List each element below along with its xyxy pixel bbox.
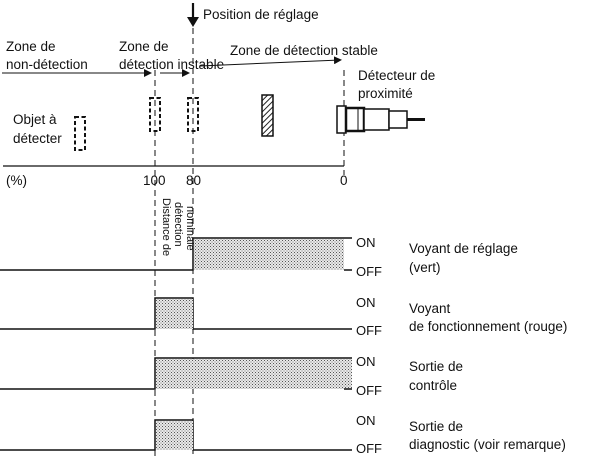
zone-arrows — [2, 56, 342, 77]
target-object-100 — [149, 97, 161, 132]
target-object-stable — [261, 94, 274, 137]
signal-on-area — [194, 239, 344, 270]
signal-2-label-line1: Voyant — [409, 301, 451, 316]
svg-text:détection: détection — [172, 202, 184, 247]
signal-1-label-line1: Voyant de réglage — [409, 241, 518, 256]
signal-4-on: ON — [356, 413, 376, 428]
nominal-distance-label: Distance de détection nominale — [160, 198, 196, 256]
zone-unstable-line1: Zone de — [119, 39, 169, 54]
signal-4-label-line1: Sortie de — [409, 419, 463, 434]
signal-4-off: OFF — [356, 441, 382, 456]
signal-1-off: OFF — [356, 264, 382, 279]
signal-diagnostic-output — [0, 419, 352, 451]
zone-unstable-line2: détection instable — [119, 57, 224, 72]
axis-tick-80: 80 — [186, 173, 201, 188]
zone-non-detection-line1: Zone de — [6, 39, 56, 54]
signal-3-off: OFF — [356, 383, 382, 398]
signal-2-on: ON — [356, 295, 376, 310]
signal-1-on: ON — [356, 235, 376, 250]
axis-unit: (%) — [6, 173, 27, 188]
zone-non-detection-line2: non-détection — [6, 57, 88, 72]
signal-3-on: ON — [356, 354, 376, 369]
signal-2-label-line2: de fonctionnement (rouge) — [409, 319, 567, 334]
signal-2-off: OFF — [356, 323, 382, 338]
object-label-line1: Objet à — [13, 112, 57, 127]
target-object-80 — [187, 97, 199, 132]
signal-setting-indicator — [0, 237, 352, 271]
svg-text:Distance de: Distance de — [160, 198, 172, 256]
sensor-label-line2: proximité — [358, 86, 413, 101]
setting-position-label: Position de réglage — [203, 7, 319, 22]
proximity-sensor-icon — [336, 105, 425, 134]
axis-tick-100: 100 — [143, 173, 166, 188]
signal-control-output — [0, 357, 352, 390]
zone-stable-label: Zone de détection stable — [230, 43, 378, 58]
object-label-line2: détecter — [13, 131, 62, 146]
setting-position-marker: Position de réglage — [187, 3, 319, 27]
signal-3-label-line2: contrôle — [409, 378, 457, 393]
sensor-label-line1: Détecteur de — [358, 68, 435, 83]
target-object-far — [74, 116, 86, 151]
axis-tick-0: 0 — [340, 173, 348, 188]
signal-operation-indicator — [0, 297, 352, 330]
signal-1-label-line2: (vert) — [409, 260, 441, 275]
signal-4-label-line2: diagnostic (voir remarque) — [409, 437, 566, 452]
signal-3-label-line1: Sortie de — [409, 359, 463, 374]
